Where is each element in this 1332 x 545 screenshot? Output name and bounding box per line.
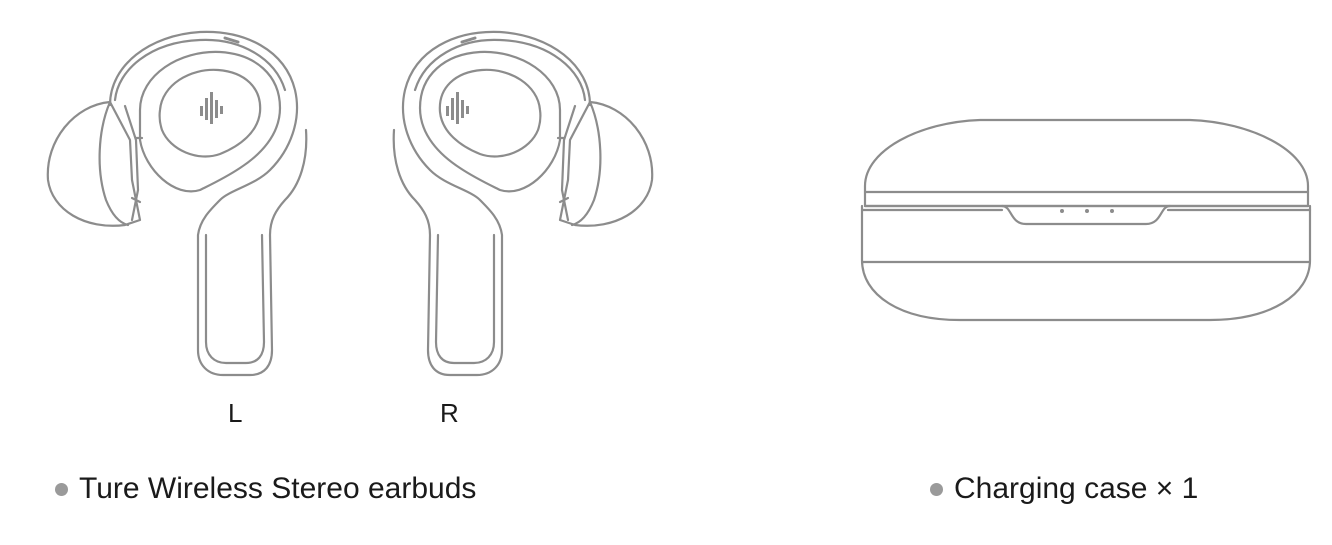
right-eartip <box>558 100 654 227</box>
right-touch-panel <box>438 68 542 158</box>
case-lid <box>863 118 1310 208</box>
right-earbud-label: R <box>440 398 459 428</box>
right-shell <box>392 30 592 377</box>
charging-case-caption-text: Charging case × 1 <box>954 472 1199 505</box>
case-indicator-notch <box>1000 204 1172 226</box>
left-earbud <box>46 30 308 377</box>
left-logo-icon <box>200 92 223 124</box>
earbuds-caption-text: Ture Wireless Stereo earbuds <box>79 472 477 505</box>
bullet-icon <box>55 482 68 496</box>
right-logo-icon <box>446 92 469 124</box>
left-touch-panel-outer <box>138 50 282 193</box>
led-indicator-icon <box>1060 209 1114 213</box>
case-body <box>860 204 1312 322</box>
earbuds-caption: Ture Wireless Stereo earbuds <box>55 472 476 506</box>
charging-case-illustration <box>850 110 1320 340</box>
left-eartip <box>46 100 142 227</box>
left-touch-panel <box>158 68 262 158</box>
right-touch-panel-outer <box>418 50 562 193</box>
left-earbud-label: L <box>228 398 243 428</box>
left-shell <box>108 30 308 377</box>
right-earbud <box>392 30 654 377</box>
charging-case-caption: Charging case × 1 <box>930 472 1198 506</box>
earbuds-illustration <box>40 20 660 385</box>
bullet-icon <box>930 482 943 496</box>
